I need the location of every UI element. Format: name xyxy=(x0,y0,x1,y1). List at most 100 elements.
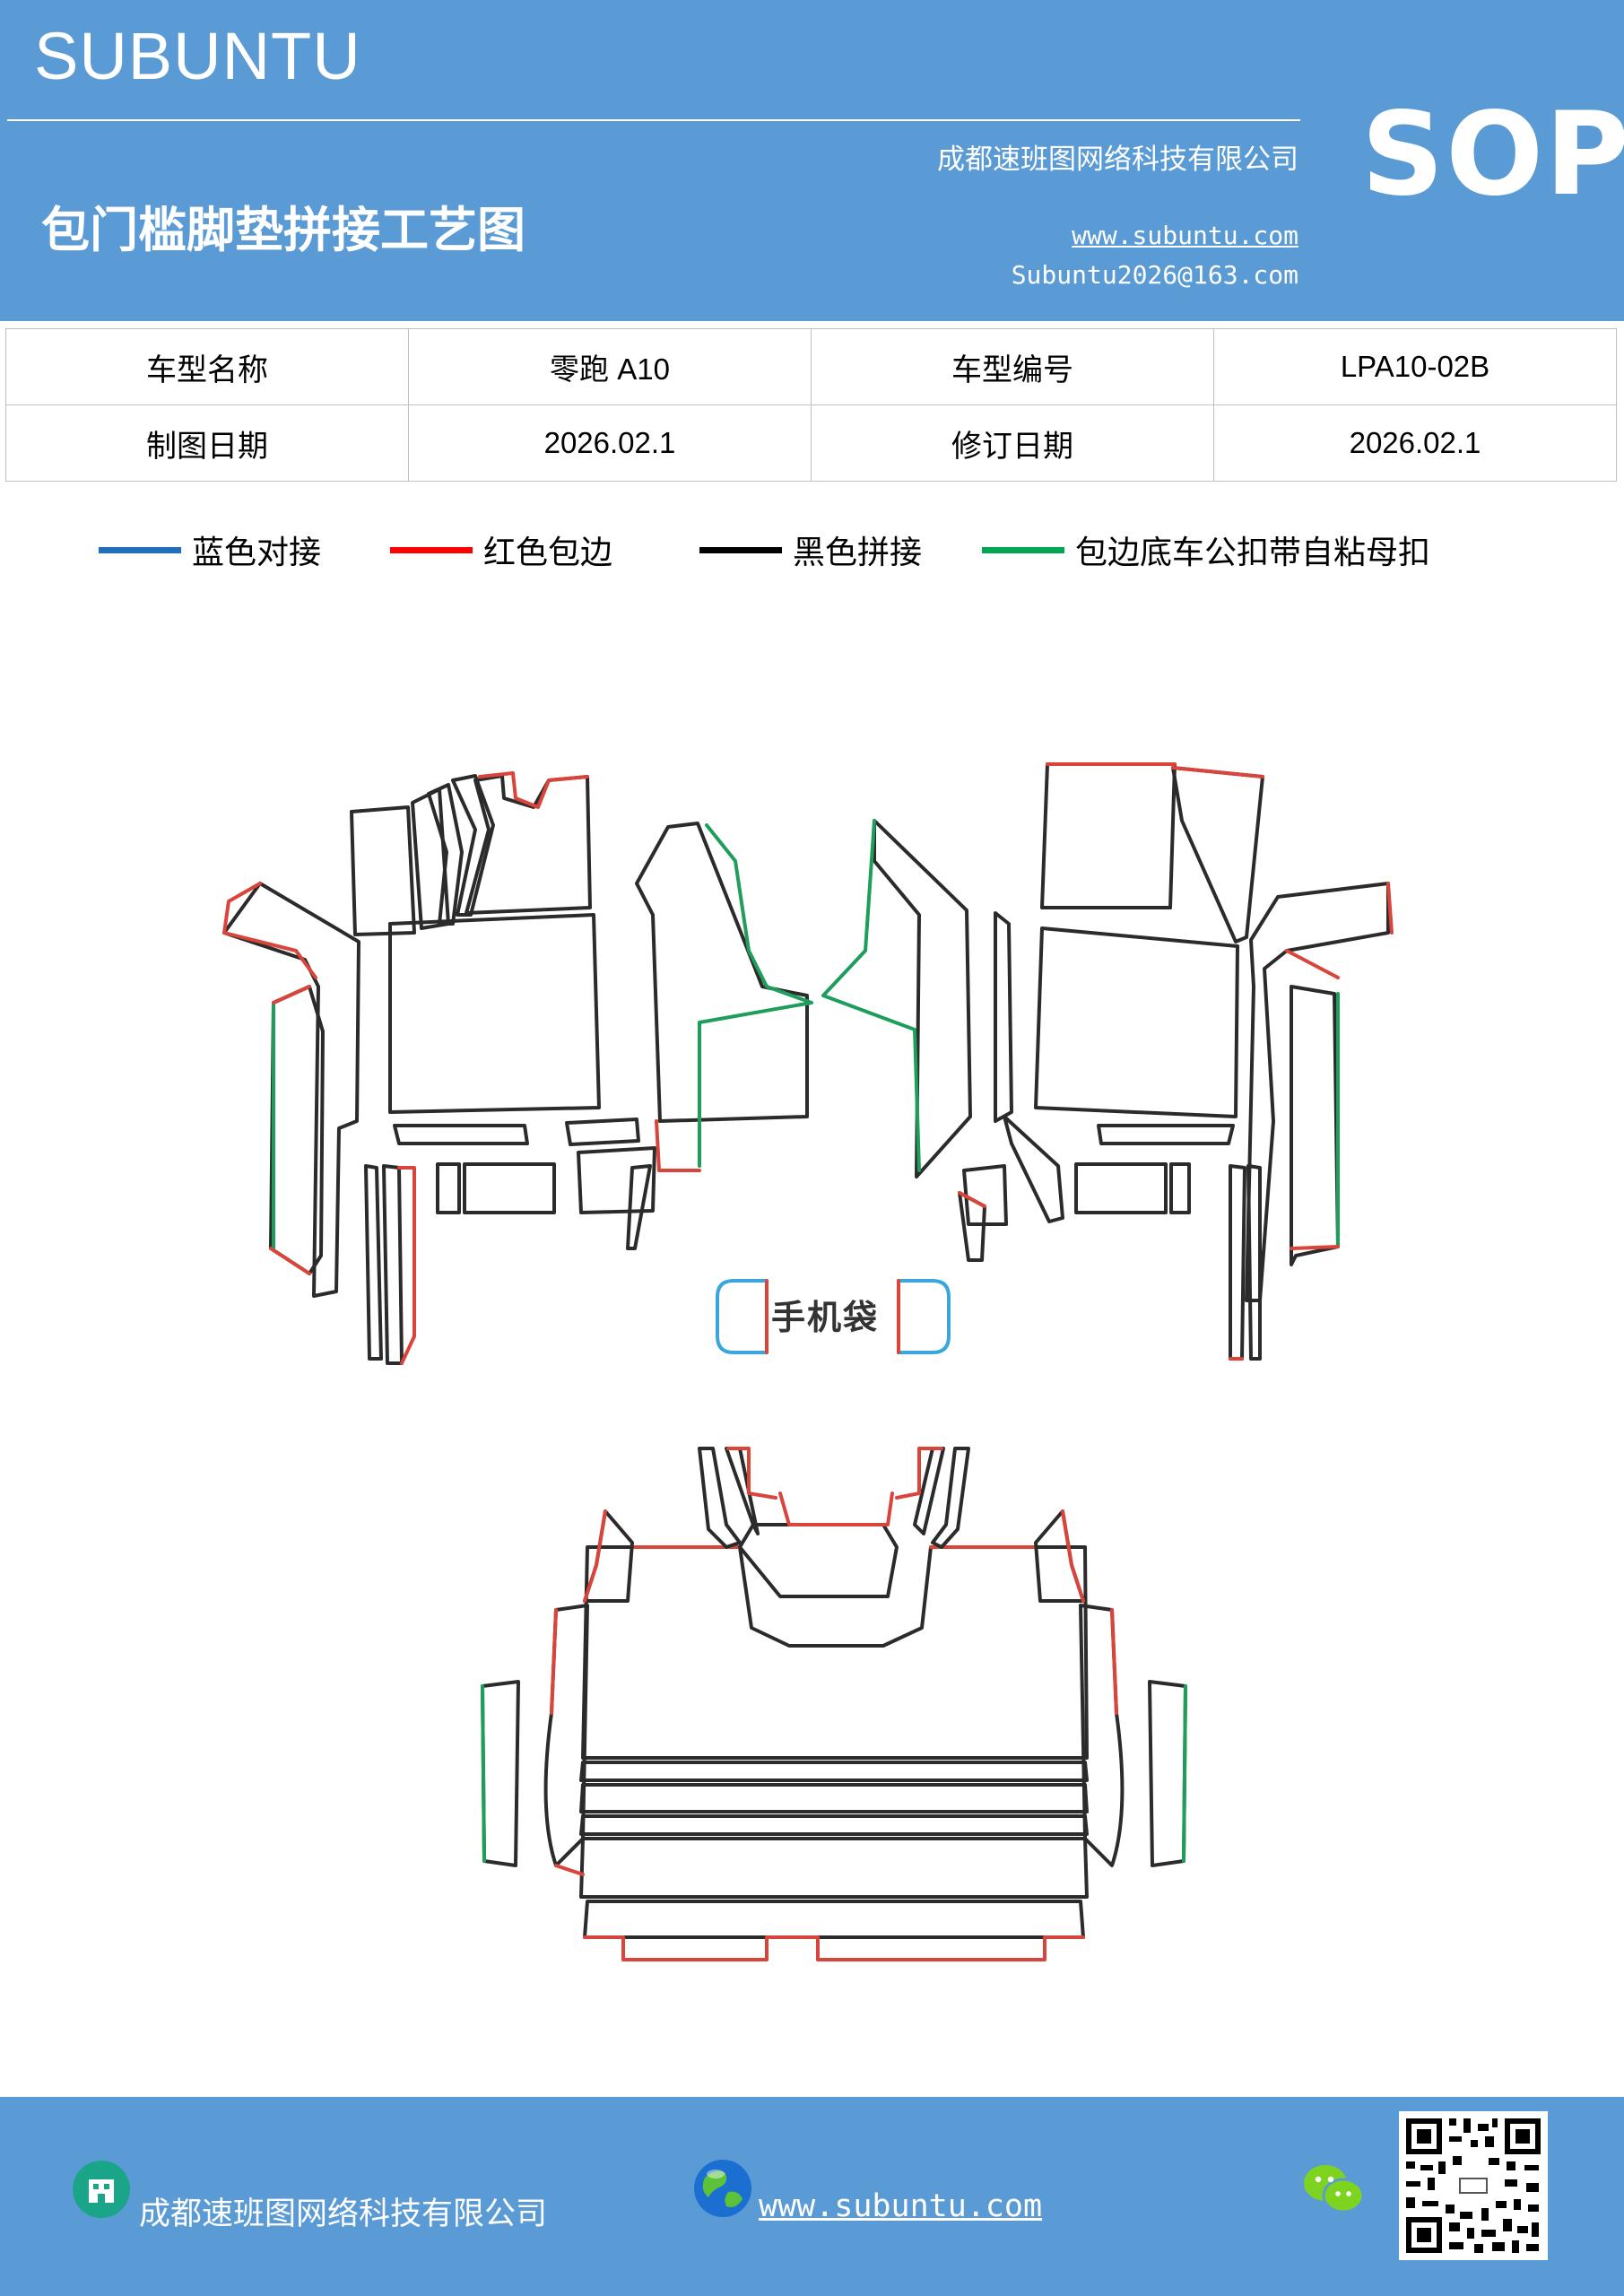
left-top-edge xyxy=(478,771,589,809)
legend-label: 黑色拼接 xyxy=(793,535,923,571)
rear-side-left-edge xyxy=(550,1608,558,1715)
legend-blue: 蓝色对接 xyxy=(99,527,321,572)
globe-icon xyxy=(694,2160,751,2217)
legend-black: 黑色拼接 xyxy=(699,527,922,572)
left-upper-panel xyxy=(350,805,416,936)
left-curved-arm xyxy=(222,882,360,1298)
left-arm-edge-2 xyxy=(222,931,317,979)
value-model-name: 零跑 A10 xyxy=(408,328,812,405)
header-website-link[interactable]: www.subuntu.com xyxy=(1072,221,1298,250)
rear-side-right-1 xyxy=(1079,1604,1125,1867)
label-model-name: 车型名称 xyxy=(5,328,409,405)
legend-label: 红色包边 xyxy=(483,535,613,571)
rear-arm-right-edge xyxy=(895,1447,943,1500)
left-door-velcro xyxy=(698,823,813,1168)
value-revision-date: 2026.02.1 xyxy=(1213,404,1617,482)
left-upper-strip xyxy=(411,787,450,930)
label-revision-date: 修订日期 xyxy=(811,404,1214,482)
right-lower-strip xyxy=(1229,1164,1246,1361)
wechat-icon[interactable] xyxy=(1302,2161,1365,2215)
rear-strip-3 xyxy=(579,1814,1089,1836)
right-small-2 xyxy=(1169,1162,1191,1214)
footer-company: 成都速班图网络科技有限公司 xyxy=(139,2196,548,2232)
rear-flap-left xyxy=(583,1509,634,1603)
right-curved-arm xyxy=(1245,882,1390,1302)
rear-arm-left-edge xyxy=(726,1447,777,1500)
left-lower-edge xyxy=(397,1166,416,1365)
brand-name: SUBUNTU xyxy=(34,19,361,93)
left-top-panel xyxy=(465,774,592,915)
left-door-edge xyxy=(655,1119,701,1172)
rear-flap-right xyxy=(1034,1509,1085,1603)
rear-mat xyxy=(481,1447,1187,1961)
rear-tunnel xyxy=(738,1523,899,1598)
right-small-1 xyxy=(1074,1162,1168,1214)
table-row: 车型名称 零跑 A10 车型编号 LPA10-02B xyxy=(5,328,1617,405)
right-main-panel xyxy=(1034,926,1239,1118)
rear-tunnel-edge xyxy=(778,1492,894,1526)
right-arm-edge-2 xyxy=(1285,949,1340,979)
left-diag-strip-2 xyxy=(451,774,495,917)
right-front-mat xyxy=(821,762,1394,1361)
value-draw-date: 2026.02.1 xyxy=(408,404,812,482)
left-small-4 xyxy=(577,1146,656,1214)
right-door-strip xyxy=(994,911,1013,1123)
right-arm-edge xyxy=(1386,882,1394,935)
rear-right-velcro xyxy=(1182,1684,1187,1863)
left-small-5 xyxy=(626,1164,652,1250)
right-sill-edge xyxy=(1290,1245,1340,1250)
vehicle-info-table: 车型名称 零跑 A10 车型编号 LPA10-02B 制图日期 2026.02.… xyxy=(5,328,1617,482)
phone-pouch-group xyxy=(716,1279,951,1354)
rear-flap-right-edge xyxy=(1061,1509,1085,1603)
left-small-3 xyxy=(565,1118,640,1146)
left-small-1 xyxy=(436,1162,461,1214)
header-email: Subuntu2026@163.com xyxy=(1011,260,1298,290)
sop-badge: SOP xyxy=(1361,88,1624,222)
rear-arm-left-2 xyxy=(725,1447,760,1535)
left-door-panel xyxy=(635,822,809,1123)
rear-left-velcro xyxy=(481,1684,486,1863)
right-side-sill xyxy=(1290,985,1340,1266)
legend-label: 包边底车公扣带自粘母扣 xyxy=(1075,535,1431,571)
footer-website-link[interactable]: www.subuntu.com xyxy=(759,2188,1043,2224)
rear-bottom-edge xyxy=(583,1935,1085,1961)
value-model-code: LPA10-02B xyxy=(1213,328,1617,405)
phone-pouch-label: 手机袋 xyxy=(771,1298,880,1337)
footer-banner: 成都速班图网络科技有限公司 www.subuntu.com xyxy=(0,2097,1624,2296)
right-bottom-bar xyxy=(1097,1124,1235,1145)
right-small-edge xyxy=(958,1191,986,1208)
legend-swatch xyxy=(982,546,1064,553)
rear-bottom-panel xyxy=(583,1900,1085,1939)
rear-flap-left-edge xyxy=(583,1509,607,1603)
header-company: 成都速班图网络科技有限公司 xyxy=(937,144,1298,176)
header-divider xyxy=(7,119,1300,121)
legend-swatch xyxy=(699,546,782,553)
left-sill-edge xyxy=(272,985,311,1004)
left-main-panel xyxy=(388,913,601,1114)
building-icon xyxy=(73,2161,130,2218)
left-sill-edge-2 xyxy=(269,1247,311,1275)
header-banner: SUBUNTU 成都速班图网络科技有限公司 包门槛脚垫拼接工艺图 www.sub… xyxy=(0,0,1624,321)
left-diag-strip-1 xyxy=(427,783,464,926)
rear-side-right-2 xyxy=(1148,1680,1187,1867)
right-top-panel xyxy=(1040,762,1177,909)
rear-side-left-edge-2 xyxy=(554,1864,585,1876)
rear-arm-right-1 xyxy=(931,1447,970,1549)
rear-strip-4 xyxy=(579,1837,1089,1899)
rear-side-right-edge xyxy=(1110,1608,1118,1715)
legend-green: 包边底车公扣带自粘母扣 xyxy=(982,527,1430,572)
document-title: 包门槛脚垫拼接工艺图 xyxy=(41,201,525,258)
legend-red: 红色包边 xyxy=(390,527,612,572)
left-front-mat xyxy=(222,771,813,1365)
legend-swatch xyxy=(390,546,473,553)
left-arm-edge xyxy=(222,882,262,935)
right-diag-panel xyxy=(1171,766,1264,944)
right-small-4 xyxy=(962,1164,1008,1226)
rear-side-left-2 xyxy=(481,1680,520,1867)
left-lower-strip-2 xyxy=(382,1164,404,1365)
rear-strip-2 xyxy=(579,1783,1089,1813)
left-small-2 xyxy=(463,1162,556,1214)
right-pouch-butt xyxy=(897,1279,951,1354)
label-model-code: 车型编号 xyxy=(811,328,1214,405)
right-door-velcro xyxy=(821,819,921,1172)
